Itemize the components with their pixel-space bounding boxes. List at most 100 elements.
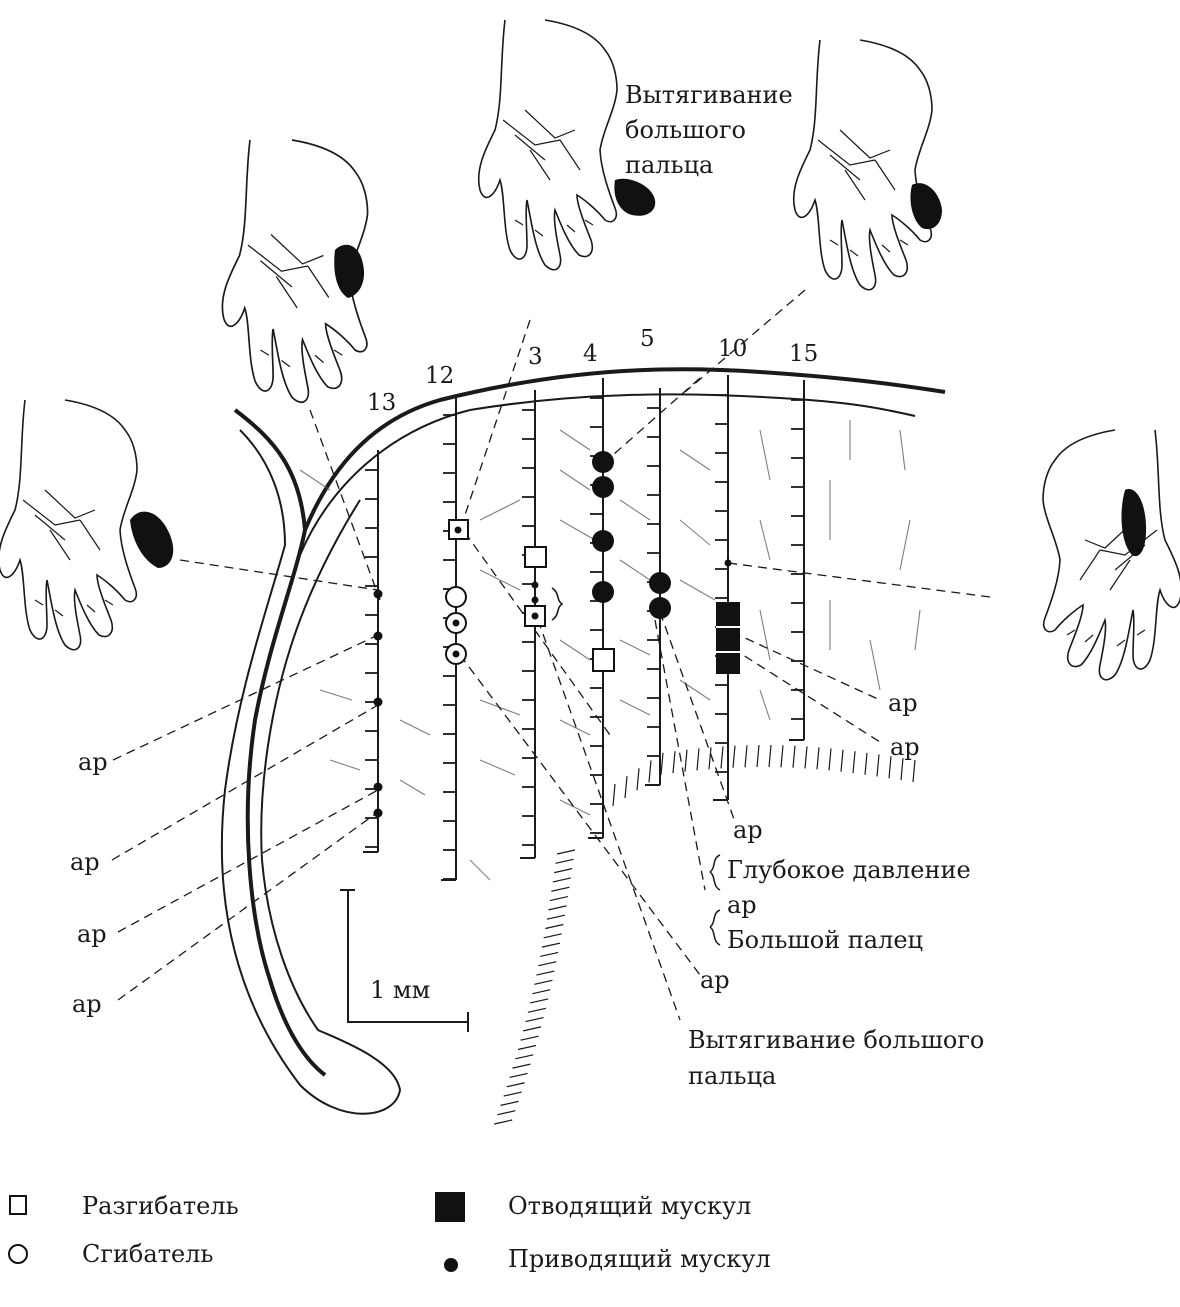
hatch-stroke (543, 933, 562, 939)
hatch-stroke (509, 1072, 528, 1079)
large-dot (592, 451, 614, 473)
faint-stroke (559, 799, 591, 816)
faint-stroke (399, 719, 431, 736)
faint-stroke (869, 639, 881, 691)
faint-stroke (759, 519, 771, 561)
legend-abductor-label: Отводящий мускул (508, 1192, 751, 1220)
faint-stroke (559, 639, 591, 661)
hatch-stroke (556, 849, 576, 855)
hatch-stroke (816, 747, 820, 770)
legend: Разгибатель Сгибатель Отводящий мускул П… (8, 1192, 771, 1273)
hatch-stroke (780, 745, 784, 768)
hatch-stroke (549, 895, 569, 902)
large-dot (649, 572, 671, 594)
faint-stroke (759, 429, 771, 481)
hatch-stroke (494, 1119, 513, 1125)
hand-top-right (792, 39, 942, 291)
faint-stroke (899, 519, 911, 571)
hatch-stroke (538, 961, 557, 967)
big-finger-label: Большой палец (727, 926, 923, 954)
hatch-stroke (864, 752, 868, 775)
abductor-block (716, 602, 740, 674)
track-number-3: 3 (528, 344, 543, 370)
ap-label: ар (888, 689, 918, 717)
adductor-dot (452, 650, 460, 658)
ap-label: ар (72, 990, 102, 1018)
hatch-stroke (912, 759, 916, 783)
hatch-stroke (660, 752, 664, 775)
hatch-stroke (545, 923, 564, 930)
track-number-4: 4 (583, 341, 598, 367)
hatch-stroke (672, 751, 676, 774)
large-dot (649, 597, 671, 619)
hatch-stroke (554, 868, 573, 874)
adductor-dot (724, 559, 732, 567)
faint-stroke (559, 519, 596, 541)
adductor-dot (531, 581, 539, 589)
adductor-dot (373, 808, 383, 818)
hatch-stroke (828, 748, 832, 771)
legend-flexor-symbol (8, 1244, 28, 1264)
receptive-field (130, 511, 174, 568)
hatch-stroke (888, 756, 892, 779)
track-number-10: 10 (718, 336, 747, 362)
hatch-stroke (541, 942, 561, 948)
track-number-15: 15 (789, 341, 818, 367)
callout-top-line3: пальца (625, 151, 713, 179)
hatch-stroke (540, 951, 559, 957)
legend-adductor-label: Приводящий мускул (508, 1245, 771, 1273)
hatch-stroke (515, 1054, 534, 1060)
large-dot (592, 581, 614, 603)
faint-stroke (479, 759, 516, 776)
hatched-region (494, 744, 916, 1125)
faint-stroke (559, 469, 591, 491)
hatch-stroke (527, 1007, 547, 1013)
deep-pressure-label: Глубокое давление (727, 856, 971, 884)
track-number-13: 13 (367, 390, 396, 416)
faint-stroke (759, 689, 771, 721)
hatch-stroke (532, 989, 551, 995)
markers (373, 451, 740, 818)
brain-outline (220, 367, 946, 1115)
hatch-stroke (756, 744, 760, 768)
hand-left (0, 399, 174, 651)
hatch-stroke (624, 776, 628, 799)
callout-top-line1: Вытягивание (625, 81, 793, 109)
callout-top-line2: большого (625, 116, 746, 144)
faint-stroke (469, 859, 491, 881)
hatch-stroke (852, 751, 856, 774)
hand-top-center (477, 19, 656, 271)
leader-lines (111, 289, 991, 1021)
ap-label: ар (78, 748, 108, 776)
track-number-5: 5 (640, 326, 655, 352)
legend-flexor-label: Сгибатель (82, 1240, 213, 1268)
bottom-callout-line1: Вытягивание большого (688, 1026, 984, 1054)
hatch-stroke (520, 1035, 539, 1041)
hatch-stroke (696, 748, 700, 771)
legend-extensor-symbol (9, 1195, 27, 1215)
ap-label: ар (700, 966, 730, 994)
hatch-stroke (708, 747, 712, 770)
hatch-stroke (792, 745, 796, 768)
hatch-stroke (506, 1082, 525, 1088)
faint-stroke (479, 569, 521, 591)
adductor-dot (452, 619, 460, 627)
ap-label: ар (733, 816, 763, 844)
ap-label: ар (77, 920, 107, 948)
hatch-stroke (551, 886, 570, 892)
hatch-stroke (500, 1100, 519, 1106)
faint-stroke (559, 719, 591, 736)
faint-stroke (619, 499, 651, 521)
ap-label: ар (70, 848, 100, 876)
faint-stroke (299, 469, 331, 491)
large-dot (592, 476, 614, 498)
hatch-stroke (744, 745, 748, 768)
hatch-stroke (517, 1044, 537, 1051)
scale-label: 1 мм (370, 976, 430, 1004)
hand-right (1042, 429, 1180, 681)
scale-bar: 1 мм (340, 889, 469, 1032)
hatch-stroke (534, 979, 553, 985)
hatch-stroke (552, 877, 571, 883)
faint-stroke (619, 639, 651, 656)
